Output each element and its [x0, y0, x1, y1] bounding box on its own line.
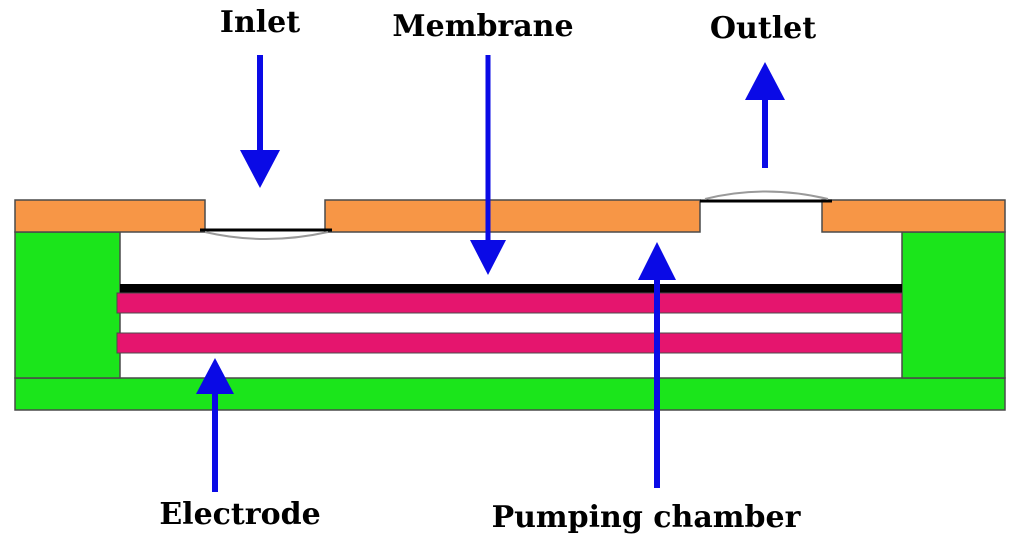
pumping-chamber-label: Pumping chamber — [492, 500, 802, 535]
top-plate-right — [821, 199, 1006, 233]
electrode-label: Electrode — [159, 497, 320, 532]
inlet-valve-flap — [204, 231, 329, 240]
pumping-chamber-arrow — [638, 242, 676, 488]
lower-electrode — [116, 332, 903, 354]
right-wall — [901, 231, 1006, 379]
inlet-arrow — [240, 55, 280, 188]
membrane-arrow — [470, 55, 506, 275]
inlet-label: Inlet — [220, 5, 300, 40]
top-plate-left — [14, 199, 206, 233]
top-plate-middle — [324, 199, 701, 233]
base-plate — [14, 377, 1006, 411]
outlet-label: Outlet — [710, 11, 816, 46]
outlet-valve-flap — [704, 190, 829, 200]
membrane-layer — [120, 284, 902, 293]
membrane-label: Membrane — [392, 9, 573, 44]
left-wall — [14, 231, 121, 379]
electrode-arrow — [196, 358, 234, 492]
outlet-arrow — [745, 62, 785, 168]
upper-electrode — [116, 292, 903, 314]
